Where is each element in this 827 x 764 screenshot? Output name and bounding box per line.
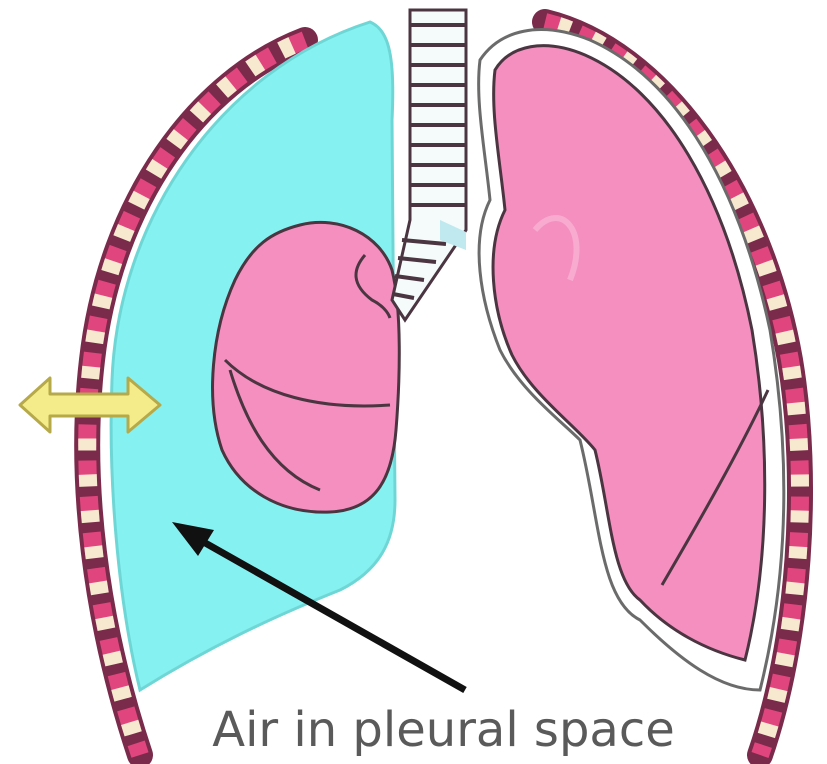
right-lung <box>493 46 765 660</box>
caption-label: Air in pleural space <box>30 700 827 760</box>
trachea <box>392 10 466 320</box>
